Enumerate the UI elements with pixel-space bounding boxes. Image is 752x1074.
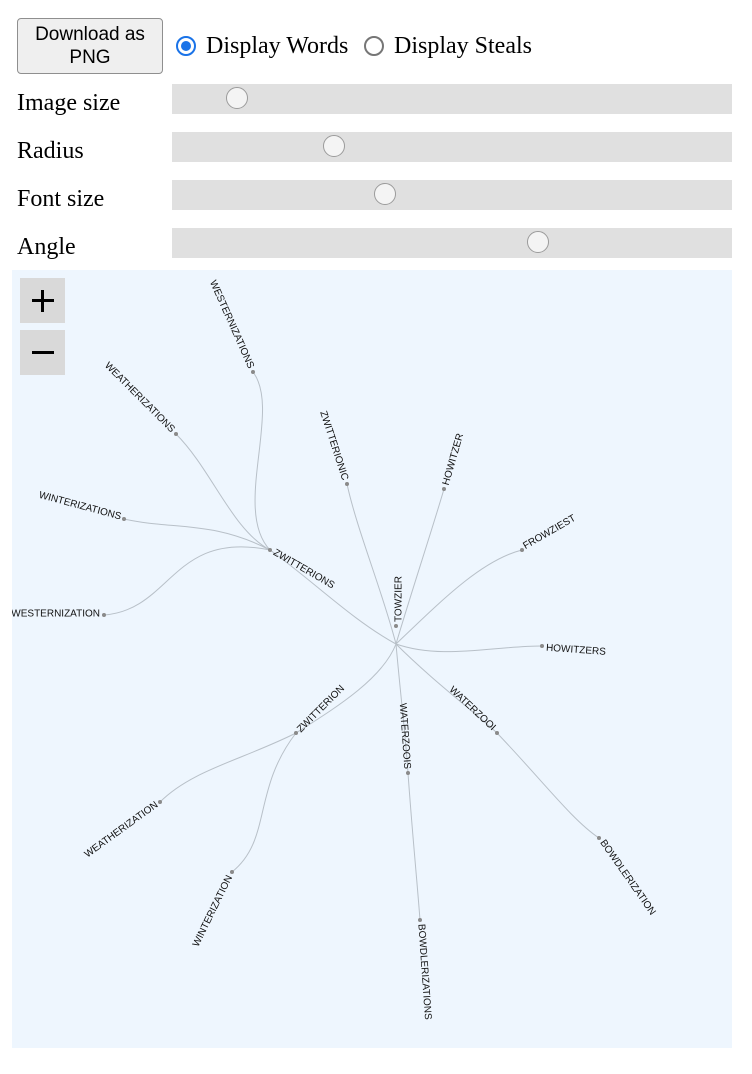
display-steals-label: Display Steals: [394, 32, 532, 59]
node-weatherization[interactable]: [158, 800, 162, 804]
angle-slider[interactable]: [172, 228, 732, 258]
word-graph[interactable]: TOWZIER ZWITTERIONS ZWITTERION WESTERNIZ…: [12, 270, 732, 1048]
node-zwitterion[interactable]: [294, 731, 298, 735]
font-size-slider-thumb[interactable]: [374, 183, 396, 205]
image-size-label: Image size: [17, 90, 121, 116]
display-steals-option[interactable]: Display Steals: [364, 30, 532, 62]
node-zwitterionic[interactable]: [345, 482, 349, 486]
edge-towzier-waterzooi: [395, 643, 498, 734]
node-winterization[interactable]: [230, 870, 234, 874]
edge-zwitterion-winterization: [231, 732, 297, 873]
node-bowdlerization[interactable]: [597, 836, 601, 840]
graph-nodes: [102, 370, 601, 922]
font-size-label: Font size: [17, 186, 105, 212]
edge-towzier-howitzers: [395, 643, 543, 653]
edge-zwitterions-weatherizations: [175, 433, 271, 551]
label-howitzers: HOWITZERS: [546, 643, 607, 658]
image-size-row: Image size: [0, 84, 752, 124]
label-weatherizations: WEATHERIZATIONS: [102, 360, 177, 435]
node-westernizations[interactable]: [251, 370, 255, 374]
graph-labels: TOWZIER ZWITTERIONS ZWITTERION WESTERNIZ…: [12, 279, 658, 1021]
label-weatherization: WEATHERIZATION: [83, 800, 161, 861]
plus-icon: [31, 289, 54, 312]
zoom-in-button[interactable]: [20, 278, 65, 323]
node-zwitterions[interactable]: [268, 548, 272, 552]
display-words-label: Display Words: [206, 32, 349, 59]
label-zwitterions: ZWITTERIONS: [271, 547, 336, 591]
label-waterzooi: WATERZOOI: [447, 685, 498, 734]
node-howitzer[interactable]: [442, 487, 446, 491]
display-words-option[interactable]: Display Words: [176, 30, 348, 62]
word-graph-canvas[interactable]: TOWZIER ZWITTERIONS ZWITTERION WESTERNIZ…: [12, 270, 732, 1048]
graph-edges: [103, 371, 600, 921]
label-towzier: TOWZIER: [394, 576, 405, 622]
edge-towzier-frowziest: [395, 549, 523, 645]
minus-icon: [31, 342, 54, 364]
edge-waterzooi-bowdlerization: [496, 732, 600, 839]
font-size-row: Font size: [0, 180, 752, 220]
edge-zwitterions-winterizations: [123, 518, 271, 551]
edge-towzier-waterzoois: [395, 643, 409, 774]
radius-slider[interactable]: [172, 132, 732, 162]
zoom-out-button[interactable]: [20, 330, 65, 375]
edge-towzier-zwitterion: [295, 643, 397, 734]
font-size-slider[interactable]: [172, 180, 732, 210]
edge-towzier-howitzer: [395, 488, 445, 645]
node-towzier[interactable]: [394, 624, 398, 628]
label-winterization: WINTERIZATION: [191, 874, 235, 949]
radius-row: Radius: [0, 132, 752, 172]
edge-waterzoois-bowdlerizations: [407, 772, 421, 921]
angle-row: Angle: [0, 228, 752, 268]
display-steals-radio[interactable]: [364, 36, 384, 56]
label-howitzer: HOWITZER: [441, 432, 466, 486]
node-weatherizations[interactable]: [174, 432, 178, 436]
edge-zwitterion-weatherization: [159, 732, 297, 803]
node-bowdlerizations[interactable]: [418, 918, 422, 922]
node-waterzoois[interactable]: [406, 771, 410, 775]
label-zwitterionic: ZWITTERIONIC: [317, 410, 350, 482]
radius-label: Radius: [17, 138, 84, 164]
node-frowziest[interactable]: [520, 548, 524, 552]
label-frowziest: FROWZIEST: [521, 513, 578, 552]
node-howitzers[interactable]: [540, 644, 544, 648]
angle-slider-thumb[interactable]: [527, 231, 549, 253]
edge-zwitterions-westernization: [103, 546, 271, 616]
edge-towzier-zwitterionic: [346, 483, 397, 645]
label-waterzoois: WATERZOOIS: [397, 703, 413, 770]
node-waterzooi[interactable]: [495, 731, 499, 735]
edge-zwitterions-westernizations: [252, 371, 271, 551]
label-westernization: WESTERNIZATION: [12, 609, 100, 620]
label-westernizations: WESTERNIZATIONS: [207, 279, 256, 371]
node-winterizations[interactable]: [122, 517, 126, 521]
edge-towzier-zwitterions: [269, 549, 397, 645]
node-westernization[interactable]: [102, 613, 106, 617]
image-size-slider-thumb[interactable]: [226, 87, 248, 109]
label-bowdlerization: BOWDLERIZATION: [597, 838, 657, 917]
label-zwitterion: ZWITTERION: [295, 683, 347, 735]
display-words-radio[interactable]: [176, 36, 196, 56]
radius-slider-thumb[interactable]: [323, 135, 345, 157]
image-size-slider[interactable]: [172, 84, 732, 114]
download-png-button[interactable]: Download as PNG: [17, 18, 163, 74]
angle-label: Angle: [17, 234, 76, 260]
label-winterizations: WINTERIZATIONS: [38, 490, 123, 523]
label-bowdlerizations: BOWDLERIZATIONS: [415, 924, 433, 1021]
